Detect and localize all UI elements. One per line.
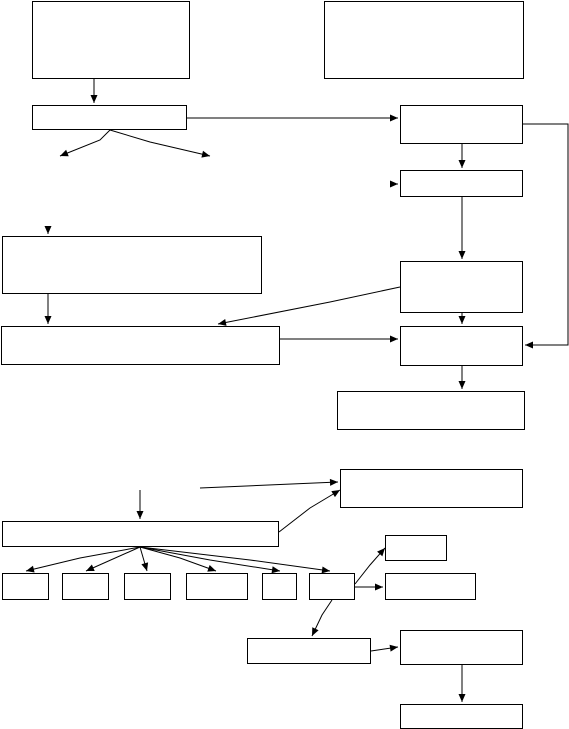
- conn-split-to-right-branch-arrowhead: [201, 150, 210, 158]
- conn-hub-to-child-1: [25, 546, 141, 572]
- conn-lower-branch-to-bottom-1-arrowhead: [389, 644, 398, 652]
- box-child-2: [62, 573, 109, 600]
- conn-top-left-to-split-arrowhead: [90, 95, 98, 103]
- conn-hub-to-child-6: [139, 546, 331, 572]
- box-side-medium: [385, 573, 476, 600]
- conn-middle-wide-down-arrowhead: [44, 316, 52, 324]
- conn-hub-to-child-2: [85, 546, 141, 572]
- box-split-source: [32, 105, 187, 130]
- conn-hub-to-child-6-arrowhead: [321, 566, 330, 574]
- box-child-6-branch: [309, 573, 355, 600]
- box-middle-wide: [2, 236, 262, 294]
- conn-hub-to-child-1-arrowhead: [26, 565, 35, 573]
- conn-right-4-to-result-arrowhead: [458, 381, 466, 389]
- box-top-left-large: [32, 1, 190, 79]
- conn-hub-to-child-5-arrowhead: [271, 566, 280, 574]
- box-top-right-large: [324, 1, 524, 79]
- conn-side-to-bottom-top-arrowhead: [329, 478, 338, 486]
- box-right-step-2: [400, 170, 523, 197]
- conn-right-3-to-right-4-arrowhead: [458, 316, 466, 324]
- box-bottom-right-top: [340, 469, 523, 508]
- conn-bottom-1-to-bottom-2-arrowhead: [458, 694, 466, 702]
- conn-right-3-to-lower-wide: [217, 286, 401, 325]
- conn-hub-to-child-2-arrowhead: [86, 564, 95, 571]
- conn-child-6-to-lower-branch-arrowhead: [312, 627, 319, 636]
- box-bottom-step-2: [400, 704, 523, 729]
- box-right-step-3: [400, 261, 523, 313]
- box-child-4: [186, 573, 248, 600]
- conn-down-to-hub-arrowhead: [136, 511, 144, 519]
- conn-split-to-left-branch: [59, 129, 111, 157]
- conn-side-to-bottom-top: [199, 481, 339, 489]
- conn-hub-to-bottom-top-arrowhead: [331, 490, 340, 498]
- box-lower-wide: [1, 326, 280, 365]
- box-lower-branch: [247, 638, 371, 664]
- box-child-5: [262, 573, 297, 600]
- conn-right-1-to-right-2-arrowhead: [458, 160, 466, 168]
- conn-child-6-to-side-medium-arrowhead: [375, 583, 383, 591]
- conn-hub-to-child-4: [139, 546, 217, 572]
- box-child-3: [124, 573, 171, 600]
- conn-into-right-step-2-arrowhead: [390, 180, 398, 188]
- conn-right-2-to-right-3-arrowhead: [458, 251, 466, 259]
- box-child-1: [2, 573, 49, 600]
- conn-right-1-loop-to-right-4-arrowhead: [525, 341, 533, 349]
- conn-hub-to-bottom-top: [278, 489, 341, 533]
- conn-right-3-to-lower-wide-arrowhead: [218, 319, 227, 326]
- conn-hub-to-child-5: [139, 546, 281, 572]
- conn-lower-wide-to-right-4-arrowhead: [390, 335, 398, 343]
- conn-hub-to-child-4-arrowhead: [207, 564, 216, 572]
- conn-split-to-right-branch: [109, 129, 211, 157]
- conn-hub-to-child-3-arrowhead: [141, 562, 149, 571]
- box-right-result: [337, 391, 525, 430]
- conn-split-to-right-step-1-arrowhead: [390, 114, 398, 122]
- conn-right-1-loop-to-right-4: [523, 123, 569, 346]
- conn-split-to-left-branch-arrowhead: [60, 149, 69, 157]
- conn-into-middle-wide-arrowhead: [44, 226, 52, 234]
- box-right-step-1: [400, 105, 523, 144]
- box-side-small: [385, 535, 447, 561]
- box-right-step-4: [400, 326, 523, 366]
- box-bottom-hub: [2, 521, 279, 547]
- conn-child-6-to-side-small-arrowhead: [377, 548, 385, 557]
- box-bottom-step-1: [400, 630, 523, 665]
